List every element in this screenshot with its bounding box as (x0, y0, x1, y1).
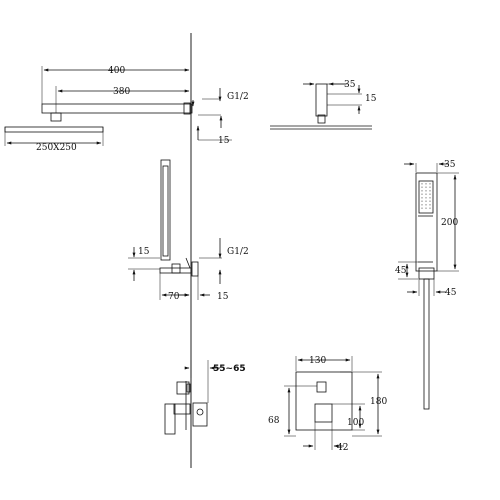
hand-offset-label: 15 (138, 247, 150, 257)
hand-thread-label: G1/2 (227, 247, 249, 257)
valve-box-top (176, 381, 190, 395)
hand-70-label: 70 (168, 292, 180, 302)
shower-arm-assembly: 250X250 400 380 G1/2 15 (4, 66, 249, 153)
valve-lever (164, 403, 176, 435)
width-label: 400 (108, 66, 125, 76)
arm-thread-label: G1/2 (227, 92, 249, 102)
head-connector (50, 112, 62, 122)
valve-front-outlet (316, 381, 327, 393)
valve-180-label: 180 (370, 397, 387, 407)
handheld-45-bottom-label: 45 (445, 288, 457, 298)
shower-arm (41, 103, 193, 114)
valve-front-handle (314, 403, 333, 423)
head-size-label: 250X250 (36, 143, 77, 153)
valve-68-label: 68 (268, 416, 280, 426)
outlet-flange (191, 261, 199, 277)
side-head-15-label: 15 (365, 94, 377, 104)
arm-flange (183, 102, 191, 115)
valve-front-box (295, 371, 353, 431)
side-head-35-label: 35 (344, 80, 356, 90)
arm-depth-label: 15 (218, 136, 230, 146)
handheld-head (415, 172, 438, 272)
valve-side-view: 55~65 (164, 360, 246, 435)
handheld-200-label: 200 (441, 218, 458, 228)
head-side-view: 35 15 (270, 80, 377, 130)
outlet-bar (159, 267, 192, 274)
head-side-arm (315, 83, 328, 117)
valve-42-label: 42 (337, 443, 348, 453)
handheld-35-label: 35 (444, 160, 456, 170)
valve-cartridge (192, 402, 208, 427)
handheld-bracket (418, 267, 435, 280)
valve-130-label: 130 (309, 356, 326, 366)
hand-shower-holder: 15 G1/2 70 15 (128, 159, 249, 302)
hand-shower-body (160, 159, 171, 261)
hand-15-label: 15 (217, 292, 229, 302)
valve-depth-label: 55~65 (213, 364, 246, 374)
arm-length-label: 380 (113, 87, 130, 97)
handheld-45-left-label: 45 (395, 266, 407, 276)
valve-front-view: 130 68 100 180 42 (268, 356, 387, 453)
handheld-shower: 35 200 45 45 (395, 160, 459, 410)
valve-100-label: 100 (347, 418, 364, 428)
shower-head (4, 126, 104, 133)
hose (423, 278, 430, 410)
